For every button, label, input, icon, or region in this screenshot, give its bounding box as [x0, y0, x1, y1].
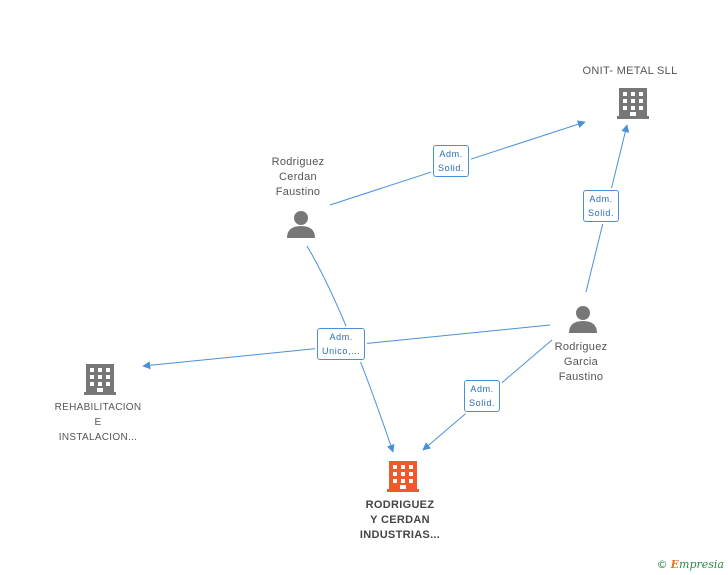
node-label-line: RODRIGUEZ — [365, 499, 435, 511]
edge-label-line: Adm. — [589, 194, 613, 204]
brand-initial: E — [670, 558, 680, 571]
brand-name: mpresia — [679, 558, 724, 571]
edge-label-garcia-main[interactable]: Adm. Solid. — [464, 380, 501, 412]
edge-label-line: Unico,... — [322, 346, 361, 356]
edge-label-garcia-onit[interactable]: Adm. Solid. — [583, 190, 620, 222]
node-label-line: E — [94, 417, 102, 428]
node-label-line: INDUSTRIAS... — [359, 529, 441, 541]
node-label-line: Garcia — [563, 356, 599, 368]
node-label-onit[interactable]: ONIT- METAL SLL — [560, 64, 700, 79]
building-icon-main[interactable] — [387, 461, 419, 492]
node-label-main[interactable]: RODRIGUEZ Y CERDAN INDUSTRIAS... — [340, 498, 460, 543]
edge-label-line: Adm. — [329, 332, 353, 342]
node-label-line: Rodriguez — [271, 156, 325, 168]
edge-label-line: Adm. — [470, 384, 494, 394]
edge-label-line: Adm. — [439, 149, 463, 159]
person-icon[interactable] — [569, 306, 597, 333]
edge-label-line: Solid. — [469, 398, 496, 408]
node-label-rehab[interactable]: REHABILITACION E INSTALACION... — [38, 400, 158, 445]
node-label-cerdan[interactable]: Rodriguez Cerdan Faustino — [248, 155, 348, 200]
edge-label-cerdan-onit[interactable]: Adm. Solid. — [433, 145, 470, 177]
edge-label-line: Solid. — [438, 163, 465, 173]
copyright-icon: © — [656, 558, 668, 571]
node-label-line: Faustino — [558, 371, 604, 383]
node-label-line: Rodriguez — [554, 341, 608, 353]
building-icon[interactable] — [617, 88, 649, 119]
node-label-line: ONIT- METAL SLL — [582, 65, 678, 77]
node-label-line: Y CERDAN — [370, 514, 430, 526]
node-label-line: Faustino — [275, 186, 321, 198]
edge-label-line: Solid. — [588, 208, 615, 218]
person-icon[interactable] — [287, 211, 315, 238]
node-label-garcia[interactable]: Rodriguez Garcia Faustino — [531, 340, 631, 385]
building-icon[interactable] — [84, 364, 116, 395]
node-label-line: INSTALACION... — [58, 432, 138, 443]
node-label-line: REHABILITACION — [54, 402, 142, 413]
node-label-line: Cerdan — [279, 171, 317, 183]
edge-label-adm-unico[interactable]: Adm. Unico,... — [317, 328, 366, 360]
empresia-watermark: ©Empresia — [657, 558, 724, 571]
